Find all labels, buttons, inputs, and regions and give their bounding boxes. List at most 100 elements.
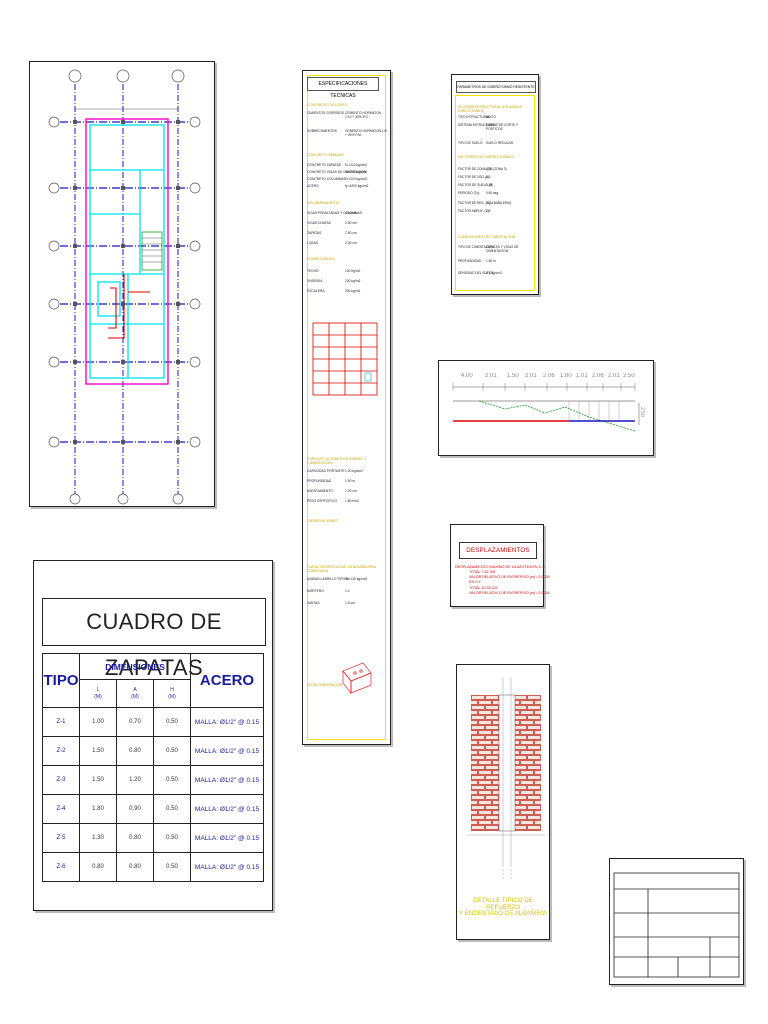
cell-tipo: Z-3 [42, 765, 80, 795]
title-block [609, 858, 744, 985]
specs-row: SOBRECIMIENTOS CEMENTO-HORMIGON 1:8 + 25%… [307, 129, 387, 137]
specs-row-label: ACERO [307, 184, 319, 188]
specs-row-label: ASENTAMIENTO [307, 489, 333, 493]
displacements-title: DESPLAZAMIENTOS [459, 542, 537, 559]
footings-table-title: CUADRO DE ZAPATAS [42, 598, 266, 680]
displacement-line: DESPLAZAMIENTO MAXIMO DE LA AZOTEA EN X-… [455, 565, 545, 569]
profile-label: 2.06 [543, 373, 555, 379]
specs-row-label: VIVIENDA [307, 279, 323, 283]
specs-row-value: 1.00 kg/cm2 [345, 469, 363, 473]
profile-label: 1.80 [560, 373, 572, 379]
profile-label: 2.01 [485, 373, 497, 379]
table-subheader-row: L(M) A(M) H(M) [43, 679, 264, 708]
specs-section-title: ESPECIFICACIONES DE DISEÑO Y CIMENTACION [307, 457, 367, 465]
table-row: Z-2 1.50 0.80 0.50 MALLA: Ø1/2" @ 0.15 [42, 736, 264, 766]
params-row-value: 2.5 [486, 209, 491, 213]
params-section-title: FACTORES DE DISEÑO SISMICO [458, 155, 515, 159]
specs-row-label: CONCRETO ZAPATAS [307, 163, 342, 167]
specs-row-value: 200 kg/m2 [345, 289, 361, 293]
specs-row-label: CONCRETO COLUMNAS [307, 177, 346, 181]
params-frame [455, 95, 535, 291]
masonry-caption-line-1: DETALLE TIPICO DE REFUERZO [473, 897, 533, 911]
specs-row-value: f'b=130 kg/cm2 [345, 577, 368, 581]
title-block-grid [613, 872, 740, 978]
cell-acero: MALLA: Ø1/2" @ 0.15 [190, 707, 264, 737]
header-unit: (M) [94, 693, 102, 700]
specs-section-title: OBSERVACIONES [307, 519, 338, 523]
profile-label: 4.00 [461, 373, 473, 379]
specs-row-value: 1.5 cm [345, 601, 355, 605]
table-row: Z-4 1.80 0.90 0.50 MALLA: Ø1/2" @ 0.15 [42, 794, 264, 824]
specs-row-value: CEMENTO-HORMIGON 1:8 + 25% P.M. [345, 129, 387, 137]
params-row: FACTOR DE SUELO (S)1.15 [458, 183, 535, 187]
specs-section-title: RECUBRIMIENTOS [307, 201, 340, 205]
table-header-row: TIPO DIMENSIONES ACERO [42, 653, 264, 708]
params-row-label: TIPO ESTRUCTURAL [458, 115, 490, 119]
cell-tipo: Z-2 [42, 736, 80, 766]
specs-row: VIVIENDA 200 kg/m2 [307, 279, 387, 283]
profile-label: 2.01 [525, 373, 537, 379]
specs-row-label: TECHO [307, 269, 319, 273]
cell-h: 0.50 [153, 736, 191, 766]
cell-l: 1.50 [79, 765, 117, 795]
params-row-label: FACTOR DE SUELO (S) [458, 183, 494, 187]
header-a-label: A [133, 687, 137, 693]
elevation-profile-panel: 4.00 2.01 1.50 2.01 2.06 1.80 1.01 2.06 … [438, 360, 654, 456]
params-row-label: FACTOR DE ZONA (Z) [458, 167, 491, 171]
table-row: Z-5 1.30 0.80 0.50 MALLA: Ø1/2" @ 0.15 [42, 823, 264, 853]
cell-a: 0.90 [116, 794, 154, 824]
params-row-value: MUROS DE CORTE Y PORTICOS [486, 123, 519, 131]
params-row: FACTOR DE RED. (R)3 (ALBAÑILERIA) [458, 201, 535, 205]
params-row-label: PERIODO (Tp) [458, 191, 480, 195]
header-unit: (M) [168, 693, 176, 700]
cell-a: 0.70 [116, 707, 154, 737]
specs-row-label: UNIDAD LADRILLO TIPO IV [307, 577, 350, 581]
foundation-plan-drawing [48, 69, 201, 505]
specs-row-label: SOBRECIMIENTOS [307, 129, 337, 133]
cell-acero: MALLA: Ø1/2" @ 0.15 [190, 852, 264, 882]
params-row-label: FACTOR DE RED. (R) [458, 201, 490, 205]
cell-tipo: Z-4 [42, 794, 80, 824]
specs-row-value: 200 kg/m2 [345, 279, 361, 283]
cell-tipo: Z-1 [42, 707, 80, 737]
specs-row-label: MORTERO [307, 589, 324, 593]
specs-section-title: CONCRETO CICLOPEO [307, 103, 348, 107]
specs-row-value: 7.50 cm [345, 231, 357, 235]
specs-row-label: CIMIENTOS CORRIDOS [307, 111, 344, 115]
specs-row-value: CEMENTO-HORMIGON 1:10 + 30% P.G. [345, 111, 382, 119]
specs-section-title: SOBRECARGAS [307, 257, 335, 261]
profile-label: 2.50 [623, 373, 635, 379]
specs-section-title: CONCRETO ARMADO [307, 153, 345, 157]
table-row: Z-3 1.50 1.20 0.50 MALLA: Ø1/2" @ 0.15 [42, 765, 264, 795]
foundation-plan-panel [29, 61, 215, 507]
specs-row-label: PROFUNDIDAD [307, 479, 332, 483]
cell-a: 0.80 [116, 852, 154, 882]
profile-label: 1.50 [507, 373, 519, 379]
header-unit: (M) [131, 693, 139, 700]
displacement-line: VALOR RELATIVO DE ENTREPISO (m) / 0.0026 [469, 575, 550, 579]
table-row: Z-1 1.00 0.70 0.50 MALLA: Ø1/2" @ 0.15 [42, 707, 264, 737]
cell-h: 0.50 [153, 707, 191, 737]
header-h-label: H [170, 687, 174, 693]
params-row-value: 1.15 [486, 183, 493, 187]
params-row: PERIODO (Tp)0.60 seg [458, 191, 535, 195]
specs-row-value: f'c=210 kg/cm2 [345, 170, 368, 174]
specs-row-label: LOSAS [307, 241, 318, 245]
header-l: L(M) [79, 679, 117, 708]
params-section-title: CONDICIONES DE CIMENTACION [458, 235, 516, 239]
